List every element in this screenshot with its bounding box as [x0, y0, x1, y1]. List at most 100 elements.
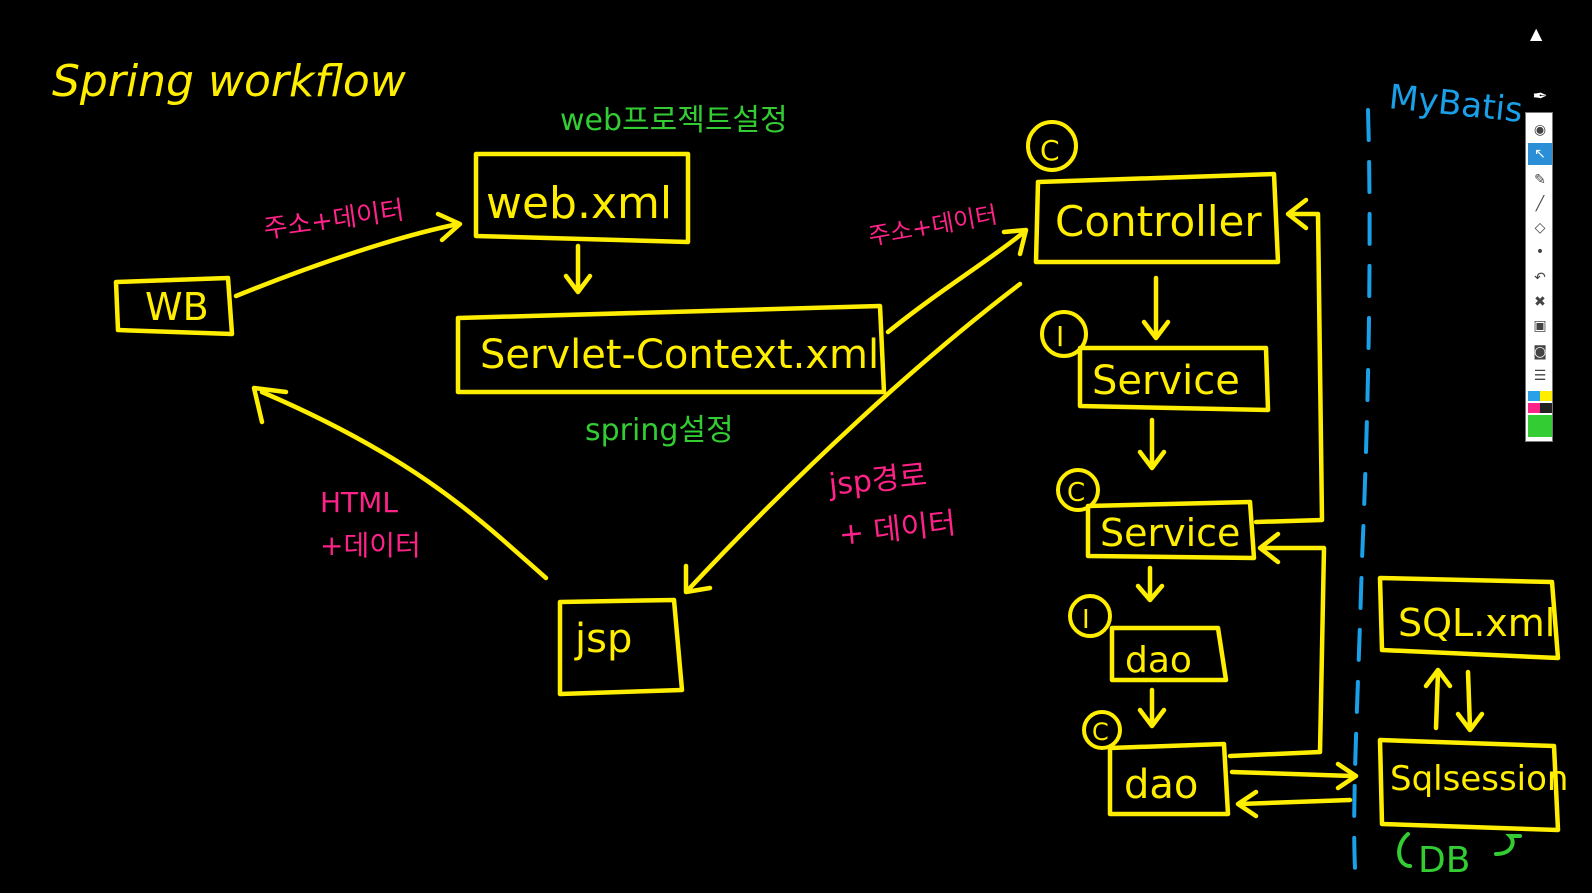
- arrow-head-return-to-service-c: [1257, 531, 1281, 565]
- node-controller-box: [1033, 171, 1281, 265]
- arrow-service-c-return-to-controller: [1253, 211, 1325, 525]
- arrow-sqlsession-to-sqlxml: [1433, 669, 1441, 731]
- note-address-data-2: 주소+데이터: [866, 201, 999, 251]
- node-service-interface-label: Service: [1092, 358, 1240, 404]
- node-sql-xml: SQL.xml: [1377, 575, 1561, 661]
- pointer-icon[interactable]: ↖: [1528, 143, 1552, 165]
- db-label: DB: [1418, 840, 1470, 881]
- arrow-head-return-to-controller: [1285, 197, 1309, 231]
- arrow-jsp-to-wb: [259, 389, 549, 581]
- badge-controller-text: C: [1040, 134, 1060, 167]
- arrow-head-webxml-to-servlet: [563, 273, 593, 295]
- arrow-head-jsp-to-wb: [251, 385, 289, 425]
- color-swatch-green[interactable]: [1528, 415, 1552, 437]
- mybatis-separator: [1352, 108, 1372, 870]
- node-sql-xml-box: [1377, 575, 1561, 661]
- note-jsp-path-line2: + 데이터: [837, 506, 957, 553]
- arrow-head-dao-to-sqlsession: [1335, 761, 1359, 791]
- node-dao-class-box: [1107, 741, 1231, 817]
- db-bracket-left: [1397, 832, 1412, 868]
- node-wb-box: [113, 275, 235, 337]
- node-jsp-box: [557, 597, 685, 697]
- undo-icon[interactable]: ↶: [1534, 270, 1546, 286]
- highlighter-icon[interactable]: ✎: [1534, 172, 1546, 188]
- node-controller: Controller C: [1026, 120, 1281, 265]
- node-service-class-label: Service: [1100, 511, 1240, 555]
- color-swatch-pink[interactable]: [1528, 403, 1540, 413]
- screen-icon[interactable]: ▣: [1533, 318, 1547, 334]
- arrow-sqlsession-to-dao: [1237, 797, 1353, 807]
- node-service-class-box: [1085, 499, 1257, 561]
- node-web-xml: web.xml: [473, 151, 691, 245]
- pin-icon[interactable]: ✒: [1532, 86, 1548, 107]
- arrow-dao-to-sqlsession: [1229, 769, 1355, 779]
- arrow-head-sqlsession-to-dao: [1235, 789, 1259, 819]
- arrow-head-wb-to-webxml: [435, 211, 463, 243]
- arrow-head-service-c-to-dao-i: [1135, 583, 1165, 603]
- arrow-servlet-to-controller: [885, 229, 1027, 335]
- trash-icon[interactable]: ✖: [1534, 294, 1546, 310]
- arrow-head-servlet-to-controller: [1001, 227, 1029, 257]
- node-servlet-context: Servlet-Context.xml: [455, 303, 887, 395]
- clipboard-icon[interactable]: ☰: [1533, 368, 1547, 384]
- note-jsp-path-line1: jsp경로: [826, 458, 928, 503]
- arrow-controller-to-jsp: [685, 281, 1023, 593]
- node-dao-interface: dao I: [1068, 594, 1229, 683]
- color-swatch-black[interactable]: [1540, 403, 1552, 413]
- arrow-head-sqlsession-to-sqlxml: [1423, 667, 1453, 689]
- arrow-head-service-i-to-service-c: [1137, 449, 1167, 471]
- eraser-icon[interactable]: ◇: [1534, 220, 1546, 236]
- pen-icon[interactable]: ╱: [1535, 196, 1545, 212]
- note-html-line1: HTML: [320, 486, 398, 519]
- badge-service-class-circle: [1056, 468, 1100, 512]
- node-jsp-label: jsp: [574, 616, 632, 662]
- node-service-interface-box: [1077, 345, 1271, 413]
- arrow-head-sqlxml-to-sqlsession: [1455, 711, 1485, 733]
- arrow-wb-to-webxml: [233, 221, 461, 299]
- node-wb-label: WB: [145, 285, 209, 329]
- badge-dao-class-circle: [1082, 710, 1122, 750]
- arrow-head-controller-to-service-i: [1141, 319, 1171, 341]
- camera-icon[interactable]: ◙: [1533, 344, 1547, 360]
- node-wb: WB: [113, 275, 235, 337]
- mouse-cursor-icon: ▲: [1530, 24, 1543, 43]
- badge-dao-class-text: C: [1092, 718, 1109, 746]
- note-address-data-1: 주소+데이터: [262, 196, 406, 245]
- node-sqlsession: Sqlsession: [1377, 737, 1568, 833]
- node-dao-interface-label: dao: [1125, 640, 1192, 681]
- node-sql-xml-label: SQL.xml: [1398, 601, 1555, 645]
- note-spring-setting: spring설정: [585, 413, 734, 448]
- badge-controller-circle: [1026, 120, 1078, 172]
- node-controller-label: Controller: [1055, 197, 1262, 246]
- color-swatch-blue[interactable]: [1528, 391, 1540, 401]
- node-sqlsession-label: Sqlsession: [1390, 759, 1568, 799]
- db-bracket-right: [1494, 834, 1522, 856]
- node-servlet-context-label: Servlet-Context.xml: [480, 332, 879, 378]
- dot-icon[interactable]: •: [1535, 244, 1545, 260]
- node-dao-interface-box: [1109, 625, 1229, 683]
- eye-icon[interactable]: ◉: [1533, 122, 1547, 138]
- arrow-head-dao-i-to-dao-c: [1137, 707, 1167, 729]
- badge-dao-interface-circle: [1068, 594, 1112, 638]
- node-dao-class: dao C: [1082, 710, 1231, 817]
- badge-dao-interface-text: I: [1082, 605, 1090, 635]
- arrow-head-controller-to-jsp: [683, 563, 713, 595]
- node-web-xml-label: web.xml: [486, 178, 672, 229]
- badge-service-class-text: C: [1067, 478, 1085, 508]
- note-web-project-setting: web프로젝트설정: [560, 103, 788, 138]
- node-dao-class-label: dao: [1124, 762, 1198, 808]
- node-jsp: jsp: [557, 597, 685, 697]
- arrow-sqlxml-to-sqlsession: [1465, 669, 1473, 731]
- annotation-toolbar: ◉ ↖ ✎ ╱ ◇ • ↶ ✖ ▣ ◙ ☰: [1525, 112, 1553, 442]
- note-html-line2: +데이터: [320, 529, 421, 562]
- node-service-interface: Service I: [1040, 310, 1271, 413]
- node-service-class: Service C: [1056, 468, 1257, 561]
- mybatis-label: MyBatis: [1387, 77, 1525, 131]
- diagram-title: Spring workflow: [52, 56, 407, 107]
- color-swatch-yellow[interactable]: [1540, 391, 1552, 401]
- node-web-xml-box: [473, 151, 691, 245]
- arrow-dao-c-return-to-service-c: [1227, 545, 1327, 759]
- node-servlet-context-box: [455, 303, 887, 395]
- badge-service-interface-text: I: [1056, 320, 1064, 353]
